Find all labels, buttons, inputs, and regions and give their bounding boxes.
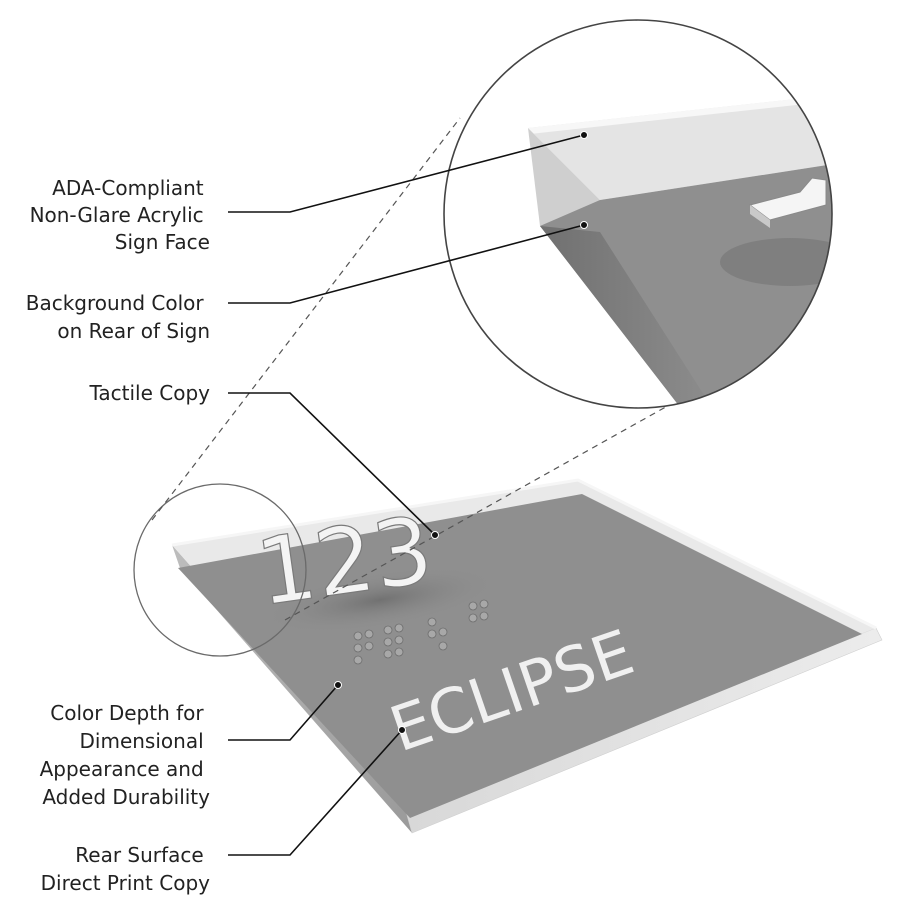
callout-sign-face: ADA-Compliant Non-Glare Acrylic Sign Fac… — [30, 131, 588, 254]
callout-color-depth: Color Depth for Dimensional Appearance a… — [40, 681, 342, 809]
callout-label-tactile-copy: Tactile Copy — [88, 381, 210, 405]
sign-background-panel — [178, 494, 862, 818]
callout-label-rear-print: Rear Surface Direct Print Copy — [41, 843, 211, 895]
callout-label-color-depth: Color Depth for Dimensional Appearance a… — [40, 701, 211, 809]
tactile-number: 123 — [250, 496, 439, 626]
callout-label-background-color: Background Color on Rear of Sign — [26, 291, 210, 343]
acrylic-sign: 123 ECLIPSE — [171, 478, 883, 834]
zoom-projection-lines — [151, 117, 706, 621]
callout-background-color: Background Color on Rear of Sign — [26, 221, 588, 343]
callout-label-sign-face: ADA-Compliant Non-Glare Acrylic Sign Fac… — [30, 176, 210, 254]
braille-dots — [353, 599, 489, 665]
magnifier-small-circle — [133, 483, 307, 657]
tactile-shadow — [261, 566, 499, 634]
sign-rim-highlight — [171, 478, 877, 630]
callout-rear-print: Rear Surface Direct Print Copy — [41, 726, 406, 895]
zoom-tactile-fragment: 1 — [748, 177, 827, 228]
callout-tactile-copy: Tactile Copy — [88, 381, 439, 539]
